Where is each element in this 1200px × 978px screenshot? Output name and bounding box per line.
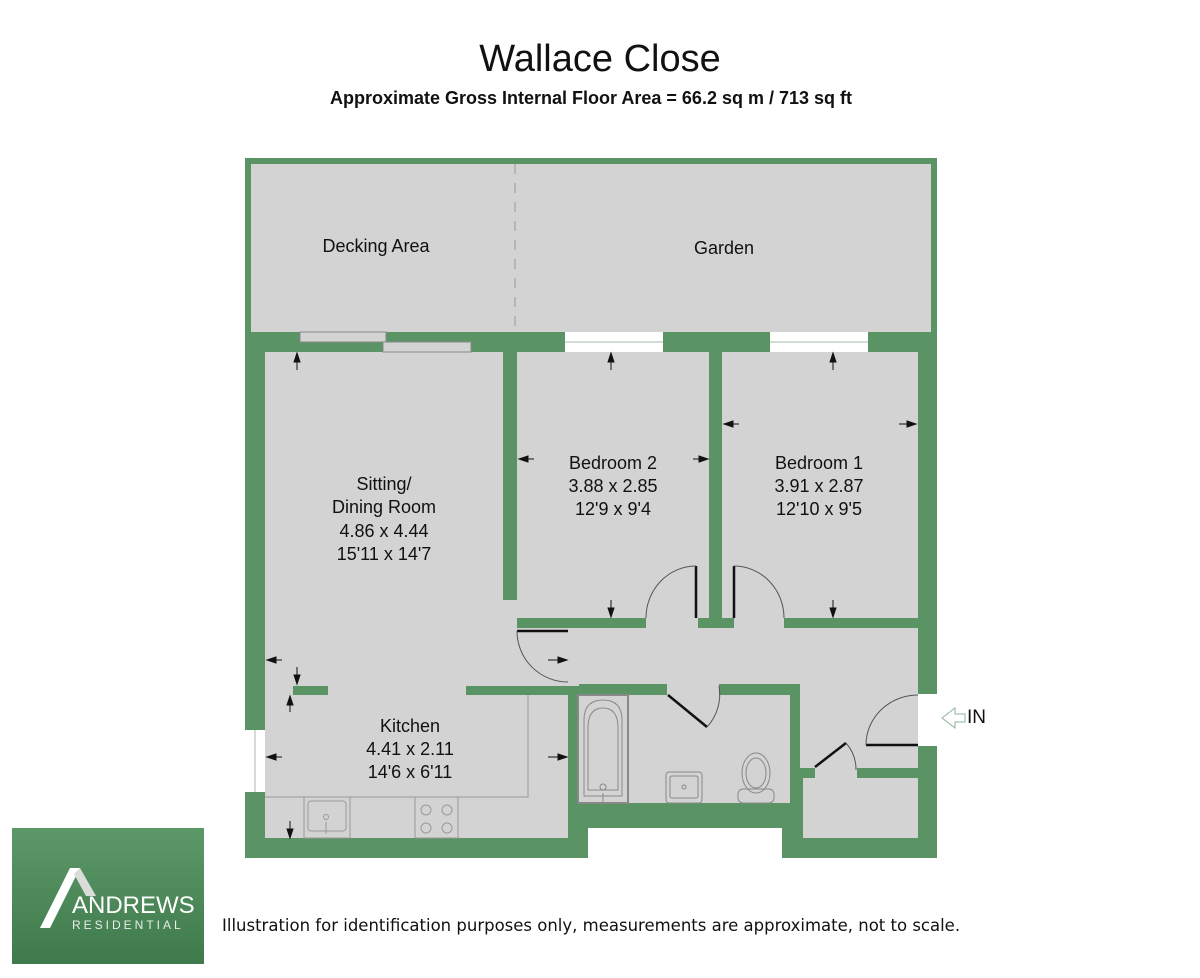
toilet — [737, 752, 775, 804]
room-label-bedroom1: Bedroom 1 — [775, 453, 863, 473]
room-label-bedroom2: Bedroom 2 — [569, 453, 657, 473]
room-label-decking: Decking Area — [322, 236, 430, 256]
room-imperial-bedroom1: 12'10 x 9'5 — [776, 499, 862, 519]
roof-icon — [40, 868, 96, 928]
bathroom-basin — [665, 771, 703, 804]
bathtub — [577, 694, 629, 804]
room-metric-bedroom2: 3.88 x 2.85 — [568, 476, 657, 496]
room-label-kitchen: Kitchen — [380, 716, 440, 736]
room-label-garden: Garden — [694, 238, 754, 258]
arrow-left-outline-icon — [941, 706, 966, 730]
doors — [516, 565, 919, 771]
room-metric-kitchen: 4.41 x 2.11 — [366, 739, 454, 759]
plan-title: Wallace Close — [479, 38, 721, 80]
window-bedroom2 — [565, 332, 663, 352]
room-imperial-bedroom2: 12'9 x 9'4 — [575, 499, 651, 519]
room-label-sitting-2: Dining Room — [332, 497, 436, 517]
dimension-markers — [265, 351, 918, 840]
room-imperial-kitchen: 14'6 x 6'11 — [368, 762, 453, 782]
room-label-sitting: Sitting/ — [356, 474, 411, 494]
room-imperial-sitting: 15'11 x 14'7 — [337, 544, 432, 564]
room-metric-bedroom1: 3.91 x 2.87 — [774, 476, 863, 496]
andrews-logo: ANDREWS RESIDENTIAL — [12, 828, 204, 964]
kitchen-counter — [265, 695, 529, 839]
patio-door-left — [299, 331, 387, 343]
entrance-label: IN — [967, 707, 986, 728]
logo-name: ANDREWS — [72, 892, 195, 919]
patio-door-right — [382, 341, 472, 353]
window-kitchen — [245, 730, 265, 792]
window-bedroom1 — [770, 332, 868, 352]
disclaimer: Illustration for identification purposes… — [222, 916, 961, 935]
room-metric-sitting: 4.86 x 4.44 — [339, 521, 428, 541]
floor-area-subtitle: Approximate Gross Internal Floor Area = … — [330, 88, 852, 108]
logo-subtitle: RESIDENTIAL — [72, 918, 184, 932]
outdoor-area — [251, 164, 931, 332]
